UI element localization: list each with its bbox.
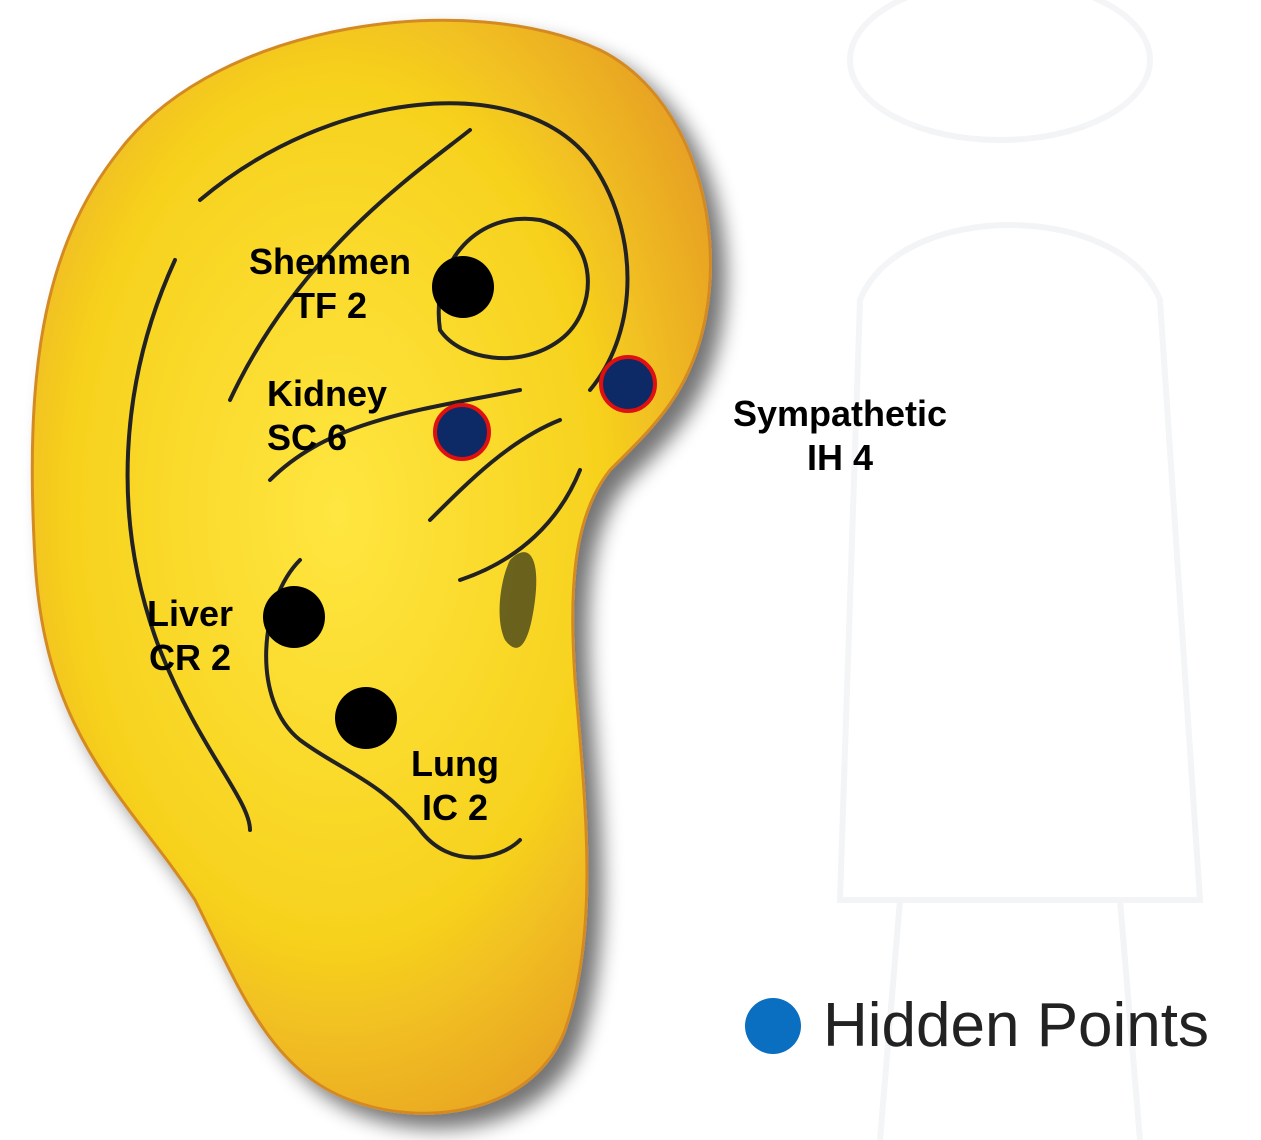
legend: Hidden Points — [745, 990, 1209, 1061]
label-shenmen-code: TF 2 — [230, 284, 430, 328]
legend-dot-icon — [745, 998, 801, 1054]
label-sympathetic: Sympathetic IH 4 — [700, 392, 980, 480]
label-liver-name: Liver — [130, 592, 250, 636]
label-shenmen-name: Shenmen — [230, 240, 430, 284]
label-shenmen: Shenmen TF 2 — [230, 240, 430, 328]
label-kidney: Kidney SC 6 — [255, 372, 415, 460]
background-figure — [840, 0, 1200, 1140]
ear-shape — [32, 20, 710, 1113]
point-kidney — [435, 405, 489, 459]
label-lung-name: Lung — [395, 742, 515, 786]
label-kidney-code: SC 6 — [255, 416, 415, 460]
label-kidney-name: Kidney — [255, 372, 415, 416]
point-lung — [335, 687, 397, 749]
label-lung: Lung IC 2 — [395, 742, 515, 830]
point-liver — [263, 586, 325, 648]
label-sympathetic-code: IH 4 — [700, 436, 980, 480]
label-liver-code: CR 2 — [130, 636, 250, 680]
point-sympathetic — [601, 357, 655, 411]
point-shenmen — [432, 256, 494, 318]
label-lung-code: IC 2 — [395, 786, 515, 830]
legend-label: Hidden Points — [823, 990, 1209, 1061]
label-liver: Liver CR 2 — [130, 592, 250, 680]
label-sympathetic-name: Sympathetic — [700, 392, 980, 436]
